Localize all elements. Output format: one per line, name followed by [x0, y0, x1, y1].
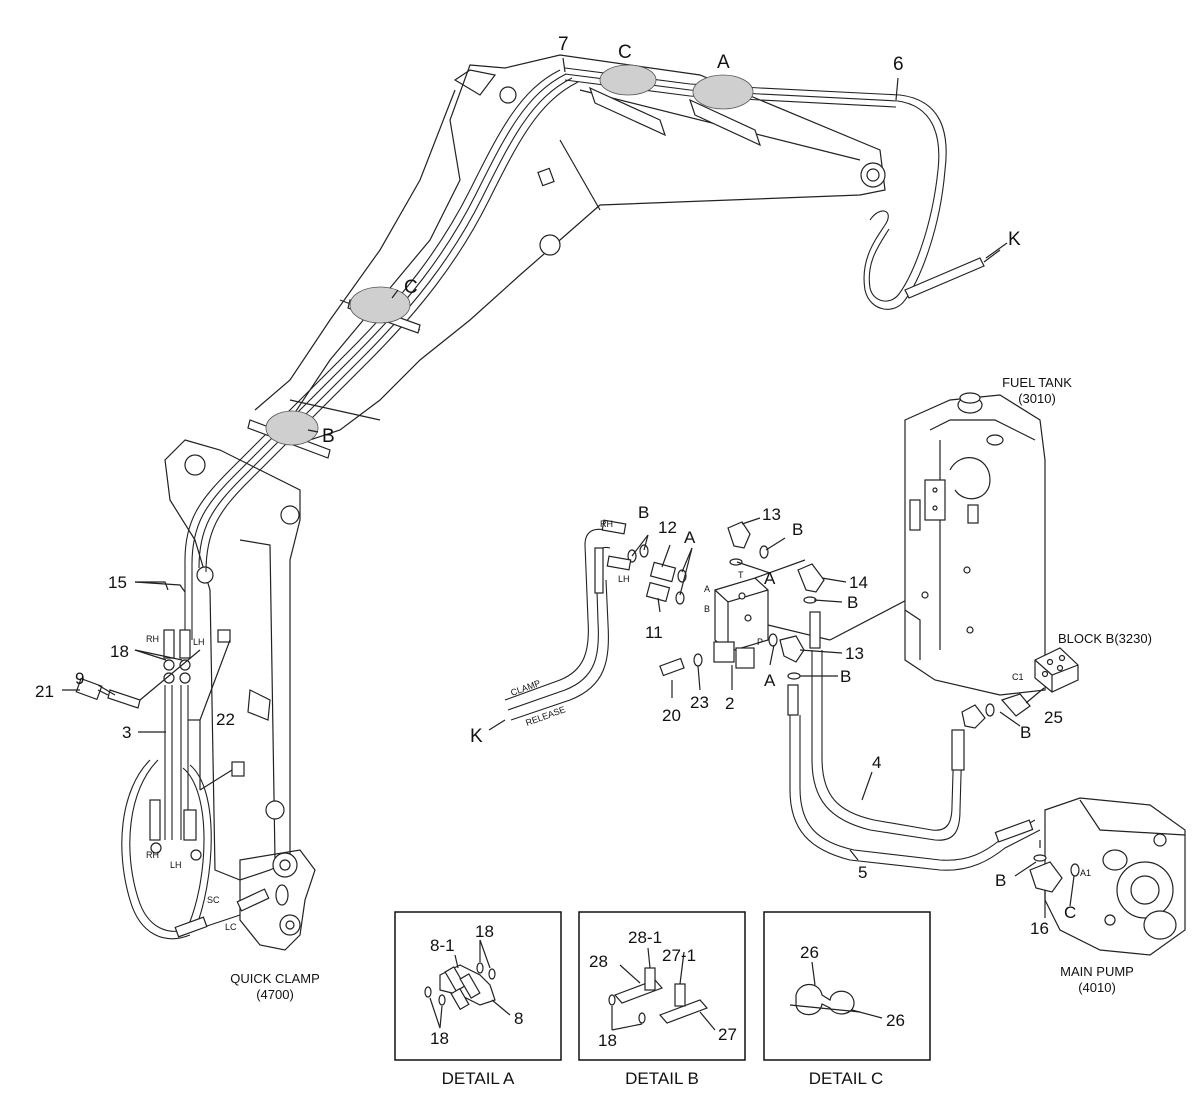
detail-b-title: DETAIL B: [625, 1069, 699, 1088]
detail-b-panel: 28-1 28 27-1 18 27 DETAIL B: [578, 911, 746, 1088]
callout-k-bottom: K: [470, 726, 483, 747]
valve-port-p: P: [757, 637, 763, 647]
caption-block-b: BLOCK B(3230): [1058, 631, 1152, 646]
component-captions: FUEL TANK (3010) BLOCK B(3230) QUICK CLA…: [230, 375, 1152, 1002]
detail-c-panel: 26 26 DETAIL C: [763, 911, 931, 1088]
detail-c-callout-26-top: 26: [800, 943, 819, 962]
detail-c-callout-26-right: 26: [886, 1011, 905, 1030]
detail-a-panel: 8-1 18 18 8 DETAIL A: [394, 911, 562, 1088]
label-rh-3: RH: [600, 519, 613, 529]
arm: [164, 439, 301, 881]
callout-6: 6: [893, 54, 904, 75]
callout-k-top: K: [1008, 229, 1021, 250]
callout-25: 25: [1044, 708, 1063, 727]
detail-a-callout-8: 8: [514, 1009, 523, 1028]
selector-valve-2: [713, 559, 831, 669]
detail-c-title: DETAIL C: [809, 1069, 884, 1088]
caption-main-pump: MAIN PUMP: [1060, 964, 1134, 979]
callout-b-4: B: [840, 667, 851, 686]
detail-a-title: DETAIL A: [442, 1069, 515, 1088]
detail-b-callout-28: 28: [589, 952, 608, 971]
caption-quick-clamp-code: (4700): [256, 987, 294, 1002]
hose-bundle-7: [184, 69, 579, 640]
clamp-9-and-bolt-21: [75, 677, 141, 709]
label-rh-1: RH: [146, 634, 159, 644]
callout-9: 9: [75, 669, 84, 688]
callout-c-top: C: [618, 42, 632, 63]
detail-b-callout-27: 27: [718, 1025, 737, 1044]
valve-port-t: T: [738, 570, 744, 580]
label-rh-2: RH: [146, 850, 159, 860]
block-b: [1034, 647, 1079, 693]
callout-a-3: A: [764, 671, 776, 690]
detail-a-callout-18-bottom: 18: [430, 1029, 449, 1048]
callout-21: 21: [35, 682, 54, 701]
callout-12: 12: [658, 518, 677, 537]
valve-port-b: B: [704, 604, 710, 614]
detail-b-callout-27-1: 27-1: [662, 946, 696, 965]
label-lh-3: LH: [618, 574, 630, 584]
callout-a-2: A: [764, 569, 776, 588]
callout-15: 15: [108, 573, 127, 592]
callout-18: 18: [110, 642, 129, 661]
callout-2: 2: [725, 694, 734, 713]
callout-23: 23: [690, 693, 709, 712]
callout-a-top: A: [717, 52, 730, 73]
label-sc: SC: [207, 895, 220, 905]
detail-b-callout-18: 18: [598, 1031, 617, 1050]
callout-b-2: B: [792, 520, 803, 539]
caption-main-pump-code: (4010): [1078, 980, 1116, 995]
detail-a-callout-8-1: 8-1: [430, 936, 455, 955]
callout-13b: 13: [845, 644, 864, 663]
label-a1: A1: [1080, 868, 1091, 878]
detail-b-callout-28-1: 28-1: [628, 928, 662, 947]
hoses-3-22: [121, 629, 270, 940]
label-lc: LC: [225, 922, 237, 932]
label-clamp: CLAMP: [509, 678, 542, 698]
hose-end-k-top: [904, 249, 1001, 299]
valve-port-a: A: [704, 584, 710, 594]
callout-11: 11: [645, 623, 663, 642]
caption-quick-clamp: QUICK CLAMP: [230, 971, 320, 986]
label-c1: C1: [1012, 672, 1024, 682]
callout-5: 5: [858, 863, 867, 882]
callout-c-mid: C: [404, 277, 418, 298]
callout-20: 20: [662, 706, 681, 725]
label-lh-2: LH: [170, 860, 182, 870]
callout-4: 4: [872, 753, 881, 772]
boom: [254, 54, 886, 441]
callout-b-5: B: [1020, 723, 1031, 742]
callout-labels: 7 C A 6 K C B 15 RH LH 18 9 21 3 22 RH L…: [35, 34, 1091, 938]
callout-b-mid: B: [322, 426, 335, 447]
callout-b-3: B: [847, 593, 858, 612]
callout-b-6: B: [995, 871, 1006, 890]
callout-13a: 13: [762, 505, 781, 524]
main-pump: [1029, 797, 1186, 956]
hoses-4-5: [789, 567, 1041, 871]
callout-7: 7: [558, 34, 569, 55]
callout-14: 14: [849, 573, 868, 592]
detail-a-callout-18-top: 18: [475, 922, 494, 941]
caption-fuel-tank-code: (3010): [1018, 391, 1056, 406]
callout-c-2: C: [1064, 903, 1076, 922]
boom-clamp-plates: [247, 86, 762, 459]
quick-clamp-assembly: [239, 849, 316, 951]
valve-fittings: [627, 521, 825, 716]
leader-lines: [62, 57, 1075, 918]
callout-3: 3: [122, 723, 131, 742]
label-lh-1: LH: [193, 637, 205, 647]
detail-markers: [265, 64, 754, 446]
callout-22: 22: [216, 710, 235, 729]
caption-fuel-tank: FUEL TANK: [1002, 375, 1072, 390]
callout-16: 16: [1030, 919, 1049, 938]
hose-clamp-release: [504, 519, 632, 721]
callout-b-1: B: [638, 503, 649, 522]
fuel-tank: [904, 392, 1046, 696]
callout-a-1: A: [684, 528, 696, 547]
